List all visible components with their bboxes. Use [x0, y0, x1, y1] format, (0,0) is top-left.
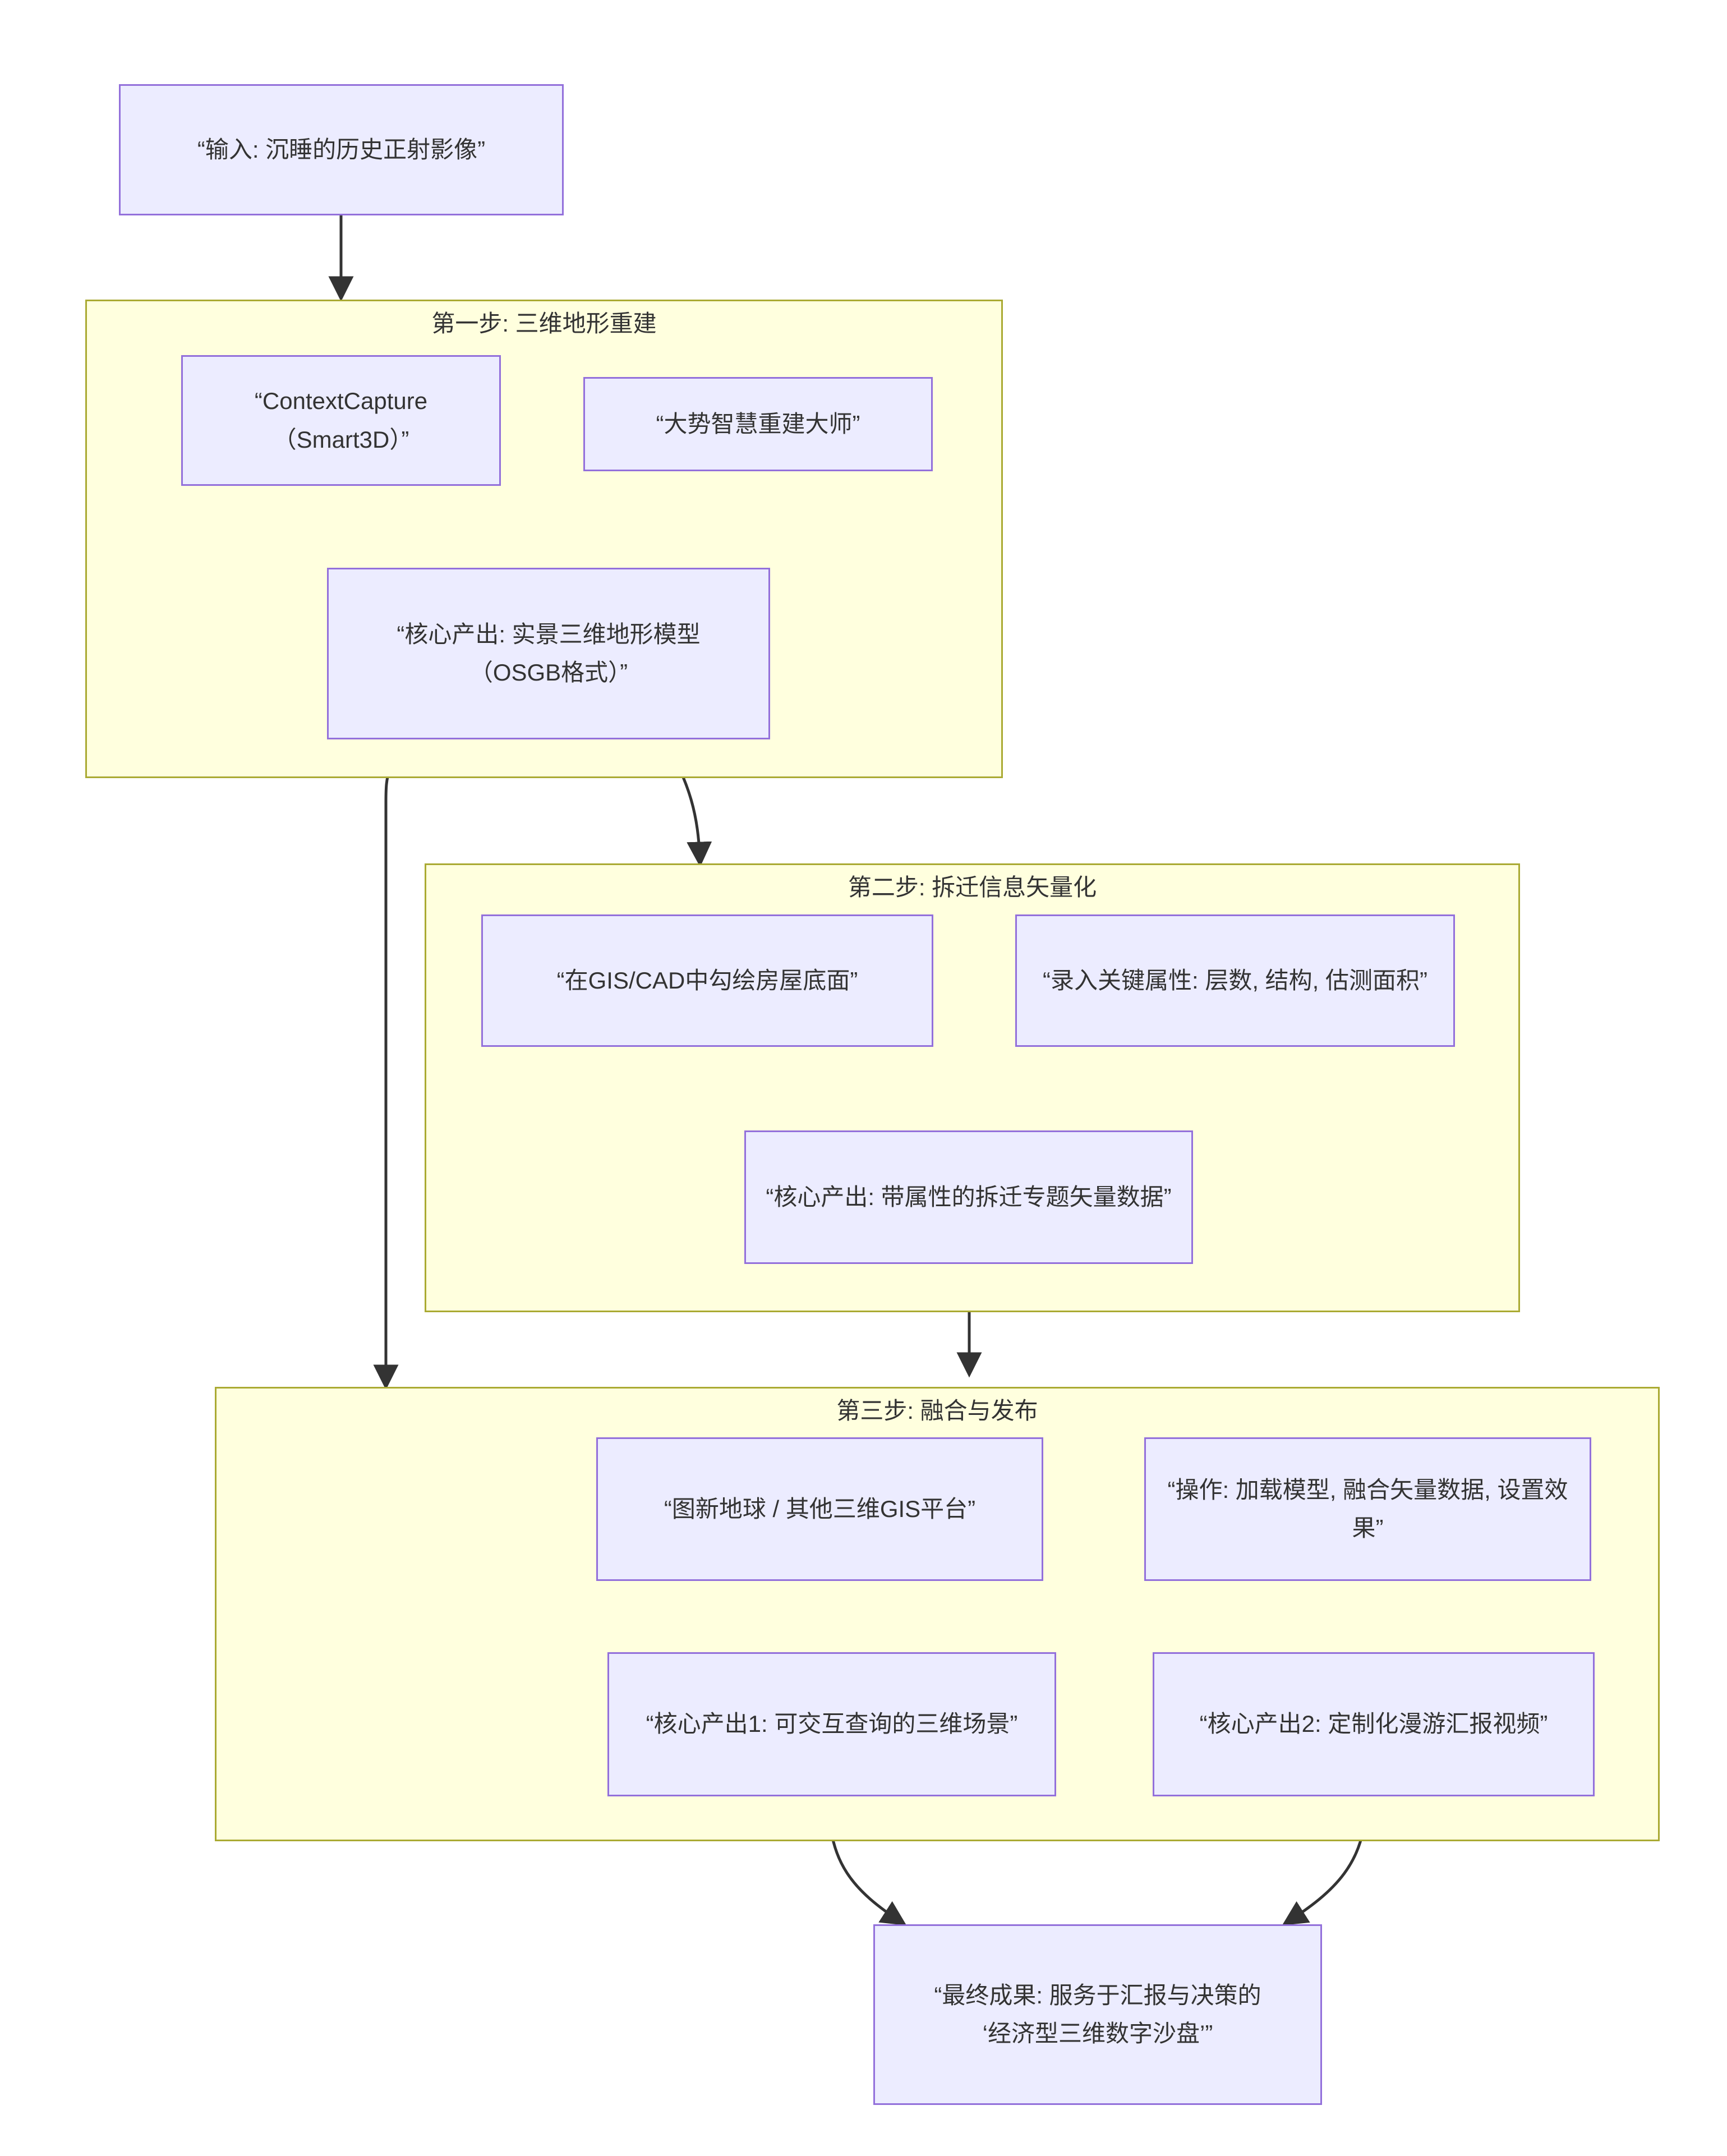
node-core-output-2[interactable]: “核心产出2: 定制化漫游汇报视频”	[1153, 1652, 1595, 1796]
node-giscad-trace-label: “在GIS/CAD中勾绘房屋底面”	[556, 967, 858, 994]
node-operation-label: “操作: 加载模型, 融合矢量数据, 设置效果”	[1167, 1476, 1568, 1541]
node-gis-platform-label: “图新地球 / 其他三维GIS平台”	[664, 1495, 976, 1522]
node-core-output-2-label: “核心产出2: 定制化漫游汇报视频”	[1199, 1711, 1548, 1737]
node-operation[interactable]: “操作: 加载模型, 融合矢量数据, 设置效果”	[1144, 1437, 1591, 1581]
node-core-output-1[interactable]: “核心产出1: 可交互查询的三维场景”	[607, 1652, 1056, 1796]
subgraph-step3-title: 第三步: 融合与发布	[836, 1398, 1038, 1424]
node-core-output-terrain-label: “核心产出: 实景三维地形模型 （OSGB格式）”	[397, 620, 701, 686]
node-core-output-terrain[interactable]: “核心产出: 实景三维地形模型 （OSGB格式）”	[327, 568, 770, 739]
node-giscad-trace[interactable]: “在GIS/CAD中勾绘房屋底面”	[481, 914, 933, 1047]
node-final-result[interactable]: “最终成果: 服务于汇报与决策的 ‘经济型三维数字沙盘’”	[873, 1924, 1322, 2105]
node-core-output-vector[interactable]: “核心产出: 带属性的拆迁专题矢量数据”	[744, 1130, 1193, 1264]
node-final-result-label: “最终成果: 服务于汇报与决策的 ‘经济型三维数字沙盘’”	[934, 1982, 1261, 2047]
node-key-attributes[interactable]: “录入关键属性: 层数, 结构, 估测面积”	[1015, 914, 1455, 1047]
edge-out1-to-step3	[373, 738, 416, 1390]
node-contextcapture-label: “ContextCapture （Smart3D）”	[254, 388, 428, 453]
node-input-label: “输入: 沉睡的历史正射影像”	[197, 136, 486, 163]
node-core-output-1-label: “核心产出1: 可交互查询的三维场景”	[646, 1711, 1018, 1737]
node-dashi-smart-label: “大势智慧重建大师”	[656, 410, 860, 437]
subgraph-step2-title: 第二步: 拆迁信息矢量化	[848, 874, 1097, 900]
node-input[interactable]: “输入: 沉睡的历史正射影像”	[119, 84, 564, 215]
node-dashi-smart[interactable]: “大势智慧重建大师”	[583, 377, 933, 471]
node-gis-platform[interactable]: “图新地球 / 其他三维GIS平台”	[596, 1437, 1043, 1581]
node-key-attributes-label: “录入关键属性: 层数, 结构, 估测面积”	[1043, 967, 1427, 994]
node-contextcapture[interactable]: “ContextCapture （Smart3D）”	[181, 355, 501, 486]
subgraph-step1-title: 第一步: 三维地形重建	[431, 310, 657, 337]
node-core-output-vector-label: “核心产出: 带属性的拆迁专题矢量数据”	[766, 1183, 1172, 1210]
